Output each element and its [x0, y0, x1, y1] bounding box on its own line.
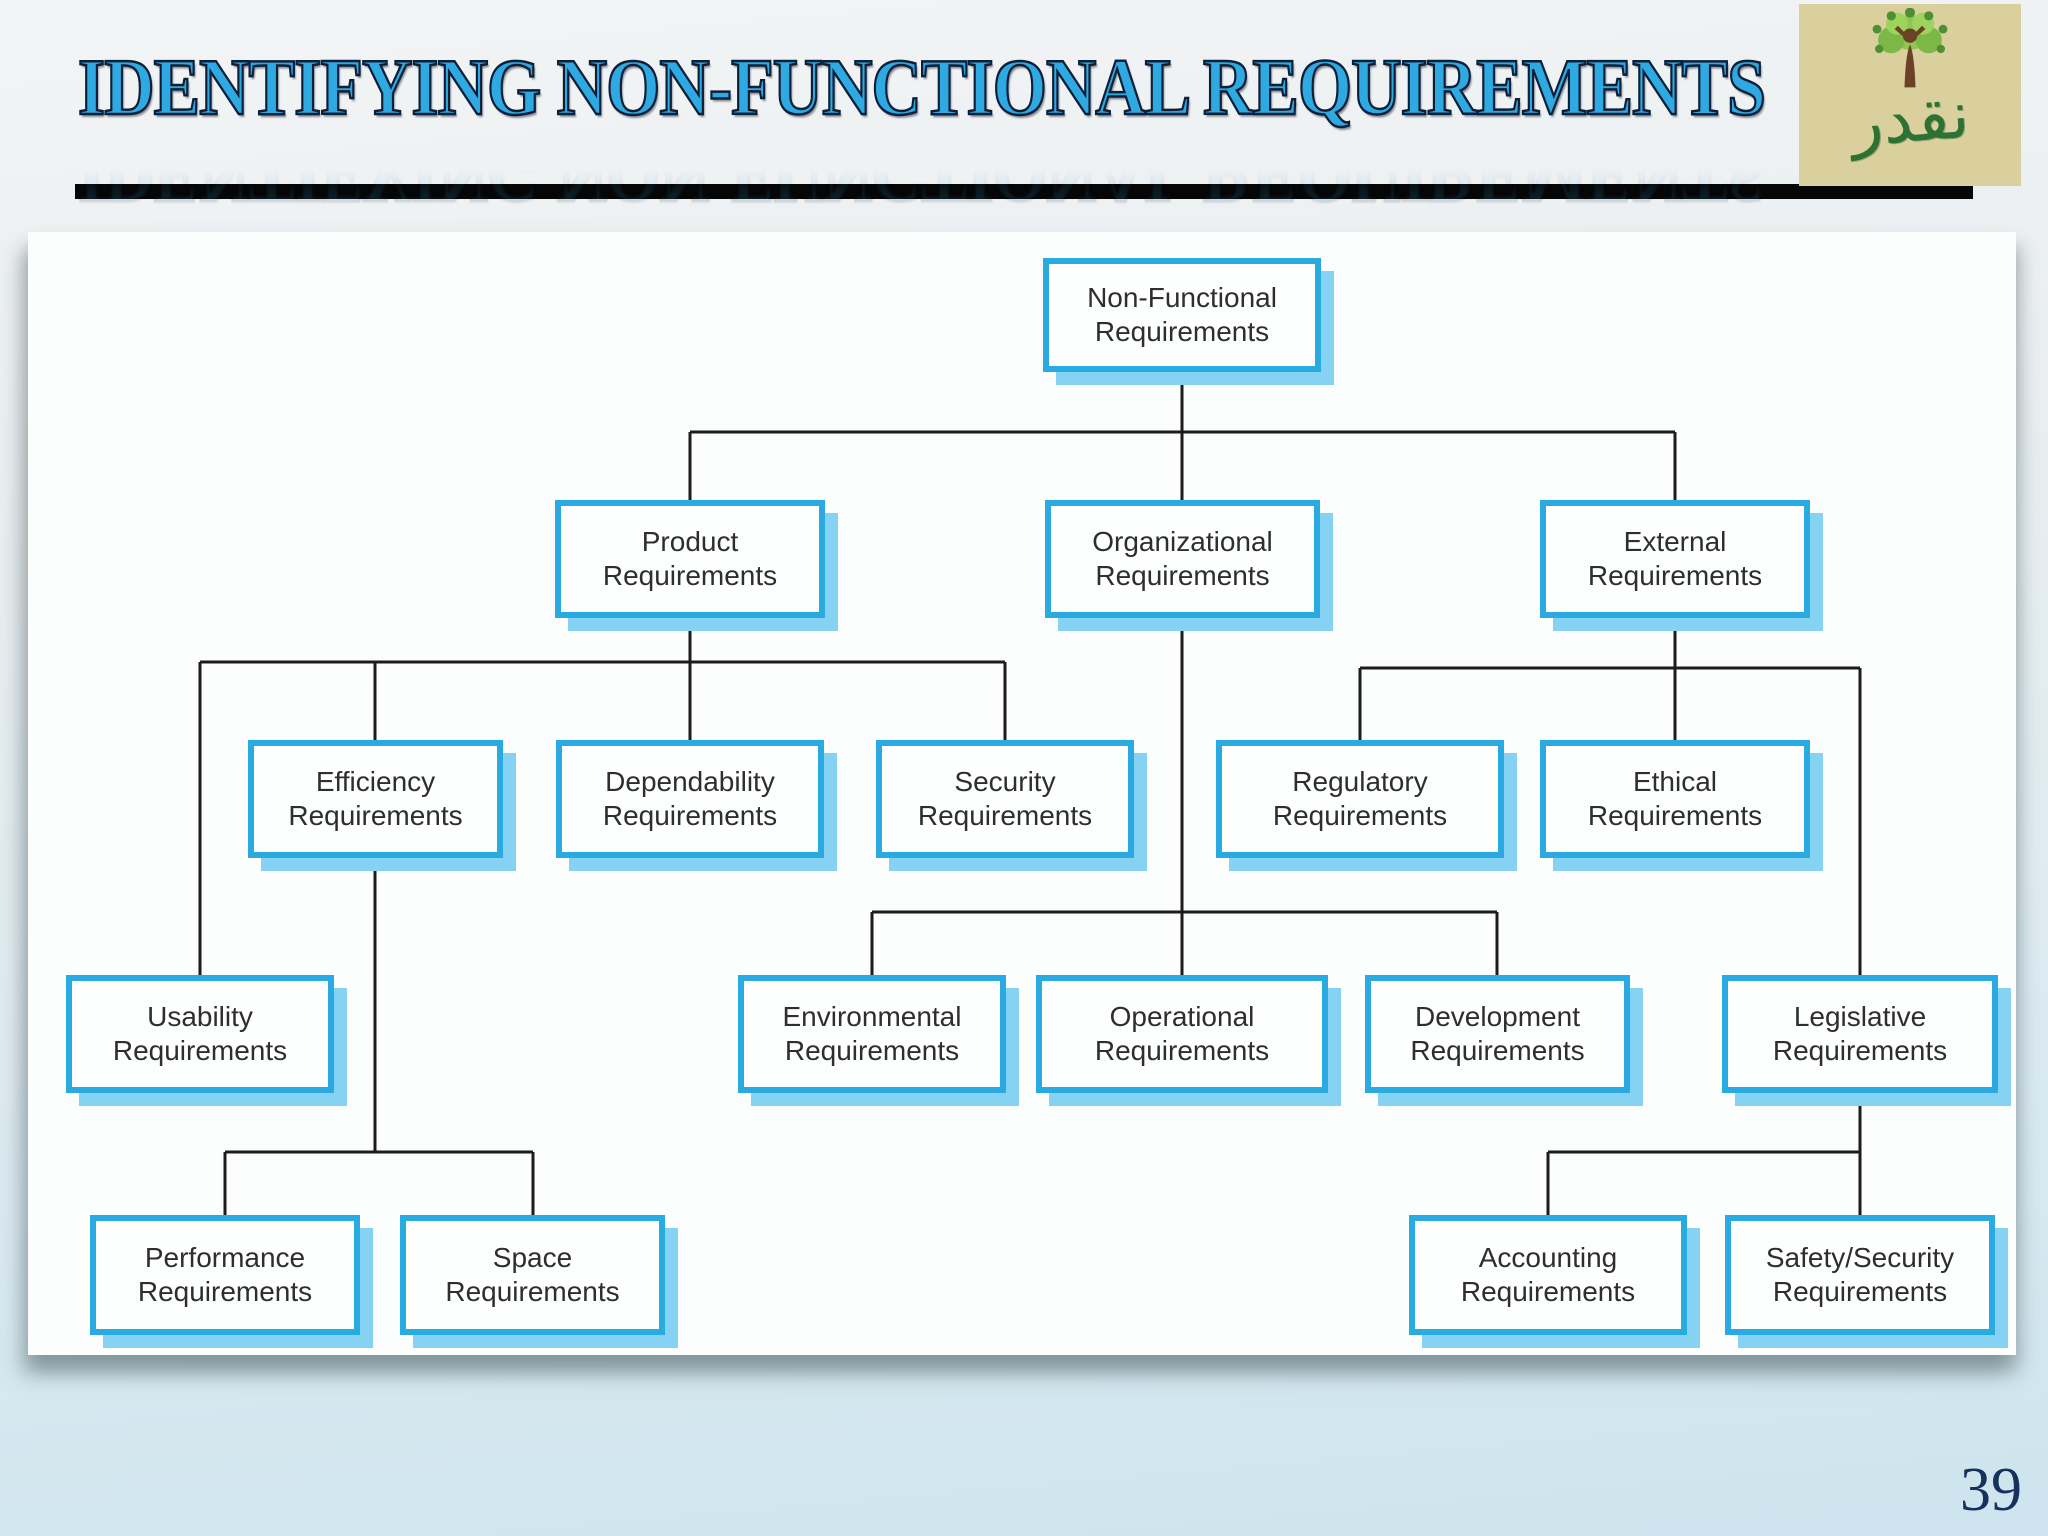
node-label-line: Requirements: [1272, 800, 1448, 831]
node-label-line: Development: [1415, 1001, 1580, 1032]
node-security-requirements: Security Requirements: [876, 740, 1134, 858]
node-label-line: Requirements: [1410, 1035, 1585, 1066]
node-regulatory-requirements: Regulatory Requirements: [1216, 740, 1504, 858]
slide-title-block: IDENTIFYING NON-FUNCTIONAL REQUIREMENTS …: [77, 44, 1767, 219]
node-ethical-requirements: Ethical Requirements: [1540, 740, 1810, 858]
node-label-line: Requirements: [1587, 560, 1763, 591]
node-label-line: Requirements: [112, 1035, 288, 1066]
node-label-line: Requirements: [917, 800, 1093, 831]
node-label-line: Requirements: [784, 1035, 960, 1066]
page-number: 39: [1960, 1456, 2022, 1524]
logo-tree-icon: [1872, 8, 1948, 88]
node-label-line: Environmental: [782, 1001, 962, 1032]
node-legislative-requirements: Legislative Requirements: [1722, 975, 1998, 1093]
node-label-line: Requirements: [137, 1276, 313, 1307]
node-label-line: Operational: [1109, 1001, 1255, 1032]
node-label-line: Product: [641, 526, 739, 557]
node-development-requirements: Development Requirements: [1365, 975, 1630, 1093]
node-label-line: Requirements: [1094, 1035, 1270, 1066]
node-label-line: External: [1623, 526, 1727, 557]
node-label-line: Regulatory: [1292, 766, 1428, 797]
node-label-line: Ethical: [1632, 766, 1718, 797]
node-label-line: Requirements: [445, 1276, 620, 1307]
node-label-line: Requirements: [1772, 1035, 1948, 1066]
node-efficiency-requirements: Efficiency Requirements: [248, 740, 503, 858]
node-label-line: Requirements: [1460, 1276, 1636, 1307]
node-label-line: Space: [492, 1242, 573, 1273]
node-label-line: Requirements: [602, 560, 778, 591]
node-safety-security-requirements: Safety/Security Requirements: [1725, 1215, 1995, 1335]
slide-title-reflection: IDENTIFYING NON-FUNCTIONAL REQUIREMENTS: [77, 129, 1766, 219]
node-label-line: Organizational: [1092, 526, 1273, 557]
node-space-requirements: Space Requirements: [400, 1215, 665, 1335]
node-organizational-requirements: Organizational Requirements: [1045, 500, 1320, 618]
node-label-line: Accounting: [1478, 1242, 1618, 1273]
node-label-line: Requirements: [602, 800, 778, 831]
node-label-line: Security: [954, 766, 1056, 797]
node-label-line: Dependability: [605, 766, 775, 797]
node-label-line: Performance: [144, 1242, 306, 1273]
node-external-requirements: External Requirements: [1540, 500, 1810, 618]
node-label-line: Requirements: [1772, 1276, 1948, 1307]
logo-wordmark: نقدر: [1848, 75, 1972, 162]
node-label-line: Legislative: [1793, 1001, 1927, 1032]
title-divider-bar: [75, 184, 1973, 199]
node-non-functional-requirements: Non-Functional Requirements: [1043, 258, 1321, 372]
node-usability-requirements: Usability Requirements: [66, 975, 334, 1093]
node-label-line: Non-Functional: [1087, 282, 1277, 313]
slide-title: IDENTIFYING NON-FUNCTIONAL REQUIREMENTS: [77, 44, 1767, 132]
node-label-line: Requirements: [1587, 800, 1763, 831]
node-label-line: Safety/Security: [1765, 1242, 1955, 1273]
logo: نقدر: [1799, 4, 2021, 186]
node-performance-requirements: Performance Requirements: [90, 1215, 360, 1335]
node-label-line: Requirements: [1095, 560, 1270, 591]
node-operational-requirements: Operational Requirements: [1036, 975, 1328, 1093]
node-label-line: Requirements: [1094, 316, 1270, 347]
node-accounting-requirements: Accounting Requirements: [1409, 1215, 1687, 1335]
node-dependability-requirements: Dependability Requirements: [556, 740, 824, 858]
node-label-line: Efficiency: [315, 766, 436, 797]
node-label-line: Requirements: [288, 800, 463, 831]
node-label-line: Usability: [147, 1001, 253, 1032]
node-environmental-requirements: Environmental Requirements: [738, 975, 1006, 1093]
node-product-requirements: Product Requirements: [555, 500, 825, 618]
